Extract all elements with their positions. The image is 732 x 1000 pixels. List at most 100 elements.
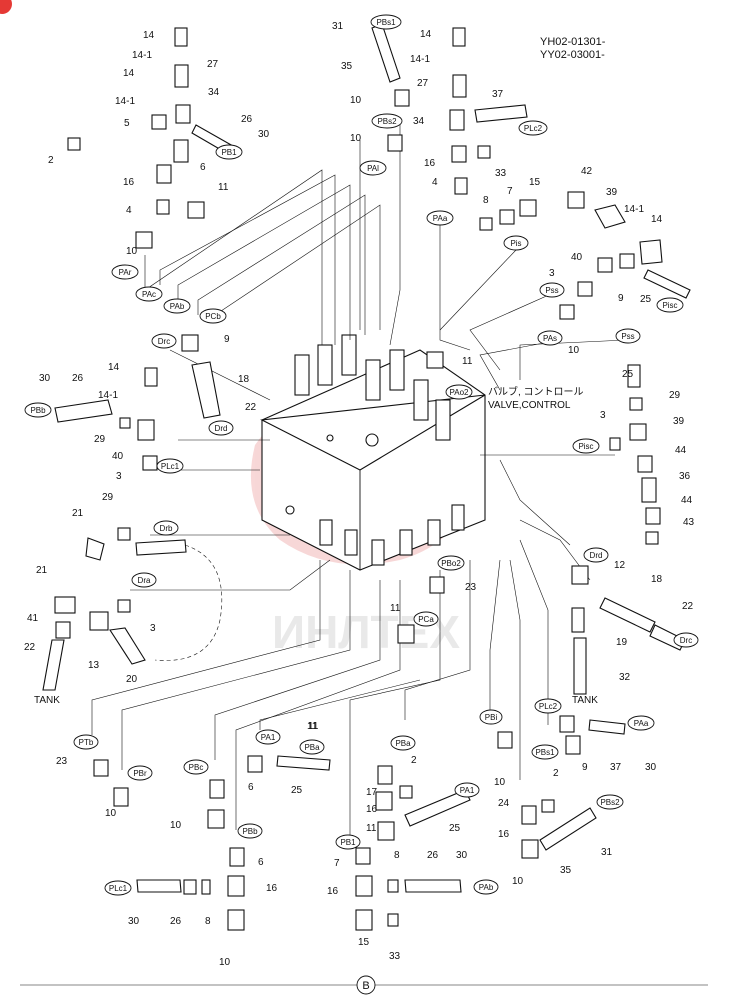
svg-text:6: 6 — [258, 857, 264, 868]
svg-text:40: 40 — [571, 252, 583, 263]
svg-text:30: 30 — [128, 916, 140, 927]
svg-text:10: 10 — [568, 345, 580, 356]
svg-text:43: 43 — [683, 517, 695, 528]
svg-text:14: 14 — [143, 30, 155, 41]
svg-text:20: 20 — [126, 674, 138, 685]
svg-text:24: 24 — [498, 798, 510, 809]
port-label: Pis — [503, 235, 529, 251]
port-label: Pss — [615, 328, 641, 344]
svg-text:8: 8 — [205, 916, 211, 927]
svg-text:11: 11 — [307, 721, 318, 732]
svg-text:16: 16 — [498, 829, 510, 840]
tank-label-right: TANK — [572, 695, 598, 706]
port-label: PLc2 — [518, 120, 548, 136]
svg-text:26: 26 — [72, 373, 84, 384]
svg-text:13: 13 — [88, 660, 100, 671]
svg-text:15: 15 — [358, 937, 370, 948]
svg-text:30: 30 — [645, 762, 657, 773]
section-marker: B — [356, 975, 376, 995]
svg-text:PAo2: PAo2 — [450, 388, 470, 397]
svg-text:23: 23 — [465, 582, 477, 593]
port-label: PAa — [426, 210, 454, 226]
svg-text:PAb: PAb — [170, 302, 185, 311]
svg-text:Drd: Drd — [590, 551, 603, 560]
svg-text:30: 30 — [39, 373, 51, 384]
part-numbers: 14 14-1 27 14 14-1 34 5 26 30 2 6 16 11 … — [24, 21, 695, 968]
port-label: Drb — [153, 520, 179, 536]
tank-label-left: TANK — [34, 695, 60, 706]
svg-text:25: 25 — [291, 785, 303, 796]
svg-text:PBs1: PBs1 — [376, 18, 396, 27]
svg-text:11: 11 — [462, 356, 473, 367]
port-label: PBa — [390, 735, 416, 751]
svg-text:34: 34 — [413, 116, 425, 127]
svg-text:7: 7 — [507, 186, 513, 197]
svg-text:31: 31 — [332, 21, 344, 32]
svg-text:35: 35 — [341, 61, 353, 72]
svg-text:PAa: PAa — [634, 719, 649, 728]
port-label: PAo2 — [445, 384, 473, 400]
svg-text:Dra: Dra — [138, 576, 151, 585]
svg-text:29: 29 — [102, 492, 114, 503]
port-label: PA1 — [454, 782, 480, 798]
svg-text:PBa: PBa — [304, 743, 320, 752]
svg-text:27: 27 — [207, 59, 219, 70]
svg-text:16: 16 — [266, 883, 278, 894]
svg-text:16: 16 — [327, 886, 339, 897]
port-label: PBi — [479, 709, 503, 725]
port-label: Dra — [131, 572, 157, 588]
svg-text:Pisc: Pisc — [578, 442, 593, 451]
svg-text:10: 10 — [126, 246, 138, 257]
svg-text:31: 31 — [601, 847, 613, 858]
port-label: PBa — [299, 739, 325, 755]
control-valve-body — [260, 334, 486, 571]
svg-text:PLc2: PLc2 — [524, 124, 543, 133]
svg-text:16: 16 — [424, 158, 436, 169]
svg-text:3: 3 — [116, 471, 122, 482]
svg-text:PBi: PBi — [485, 713, 498, 722]
svg-text:16: 16 — [123, 177, 135, 188]
svg-text:PBs2: PBs2 — [377, 117, 397, 126]
svg-text:10: 10 — [350, 133, 362, 144]
svg-text:21: 21 — [36, 565, 48, 576]
svg-text:3: 3 — [549, 268, 555, 279]
svg-text:Drb: Drb — [160, 524, 173, 533]
svg-text:27: 27 — [417, 78, 429, 89]
svg-text:Pss: Pss — [545, 286, 558, 295]
svg-text:14: 14 — [651, 214, 663, 225]
svg-text:16: 16 — [366, 804, 378, 815]
svg-text:7: 7 — [334, 858, 340, 869]
svg-text:PBb: PBb — [30, 406, 46, 415]
svg-text:PLc1: PLc1 — [109, 884, 128, 893]
svg-text:11: 11 — [308, 721, 319, 732]
svg-text:PAa: PAa — [433, 214, 448, 223]
svg-text:35: 35 — [560, 865, 572, 876]
svg-text:PBo2: PBo2 — [441, 559, 461, 568]
port-label: PLc1 — [104, 880, 132, 896]
svg-text:6: 6 — [248, 782, 254, 793]
svg-text:Pis: Pis — [510, 239, 521, 248]
svg-text:3: 3 — [600, 410, 606, 421]
svg-text:18: 18 — [651, 574, 663, 585]
port-label: Drc — [151, 333, 177, 349]
svg-text:PBb: PBb — [242, 827, 258, 836]
svg-text:PB1: PB1 — [340, 838, 356, 847]
svg-text:11: 11 — [218, 182, 229, 193]
svg-text:30: 30 — [456, 850, 468, 861]
svg-text:PCa: PCa — [418, 615, 434, 624]
svg-text:6: 6 — [200, 162, 206, 173]
svg-text:44: 44 — [681, 495, 693, 506]
fittings — [42, 23, 691, 931]
svg-text:10: 10 — [105, 808, 117, 819]
svg-text:PAr: PAr — [119, 268, 132, 277]
svg-text:14-1: 14-1 — [410, 54, 430, 65]
svg-text:37: 37 — [610, 762, 622, 773]
port-label: PBs2 — [371, 113, 403, 129]
port-label: PCb — [199, 308, 227, 324]
svg-text:PCb: PCb — [205, 312, 221, 321]
svg-text:9: 9 — [582, 762, 588, 773]
svg-text:8: 8 — [394, 850, 400, 861]
port-label: PBo2 — [437, 555, 465, 571]
port-label: PAr — [111, 264, 139, 280]
